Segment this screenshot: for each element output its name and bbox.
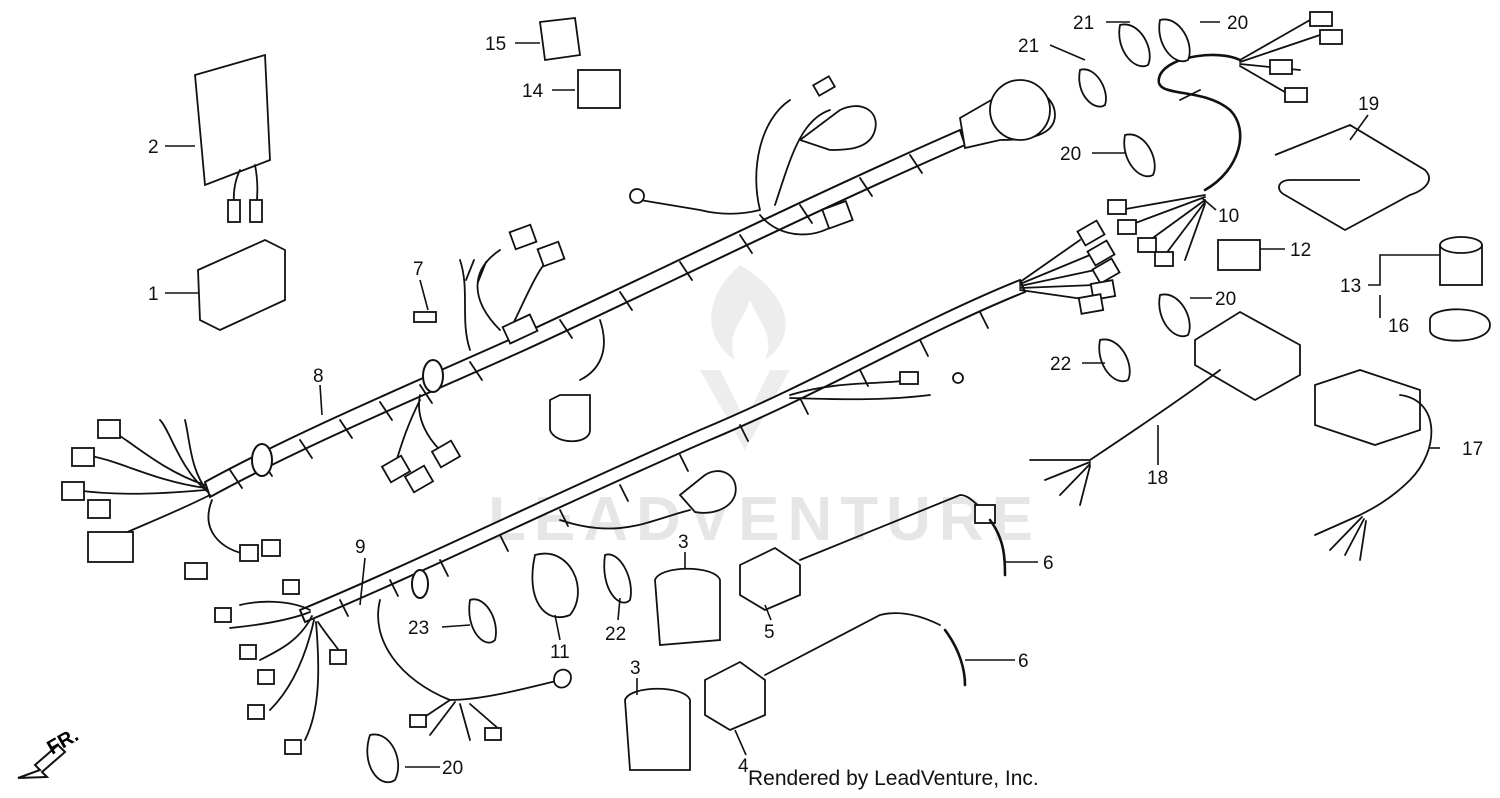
part-14-relay — [577, 69, 621, 109]
callout-6-lower: 6 — [1018, 651, 1029, 672]
callout-19: 19 — [1358, 94, 1379, 115]
part-20-clamp-bottom — [366, 733, 400, 783]
part-2-box — [194, 53, 271, 187]
callout-22-upper: 22 — [1050, 354, 1071, 375]
part-18-unit — [1194, 310, 1301, 402]
part-21-clamp-a — [1078, 68, 1107, 108]
part-20-clamp-mid — [1123, 133, 1156, 178]
part-16 — [1429, 308, 1491, 342]
callout-11: 11 — [550, 642, 570, 663]
callout-3-lower: 3 — [630, 658, 641, 679]
callout-14: 14 — [522, 81, 544, 102]
callout-2: 2 — [148, 137, 159, 158]
part-11-clamp — [531, 552, 579, 618]
callout-21-top: 21 — [1073, 13, 1094, 34]
callout-22-lower: 22 — [605, 624, 626, 645]
part-17-unit — [1314, 369, 1421, 446]
part-5-coil — [739, 546, 801, 612]
part-20-clamp-right — [1158, 293, 1191, 338]
callout-17: 17 — [1462, 439, 1483, 460]
front-direction-marker: FR. — [17, 724, 82, 779]
callout-20-mid: 20 — [1060, 144, 1081, 165]
part-22-clamp-upper — [1098, 338, 1131, 383]
front-arrow-icon — [17, 743, 67, 779]
main-harness-8 — [61, 75, 1056, 580]
callout-12: 12 — [1290, 240, 1311, 261]
callout-7: 7 — [413, 259, 424, 280]
leader-lines — [165, 21, 1440, 768]
callout-21-left: 21 — [1018, 36, 1039, 57]
callout-15: 15 — [485, 34, 506, 55]
callout-9: 9 — [355, 537, 366, 558]
part-20-clamp-top — [1158, 18, 1191, 63]
part-23-clamp — [468, 598, 497, 644]
part-4-coil — [704, 660, 766, 732]
callout-10: 10 — [1218, 206, 1239, 227]
render-credit: Rendered by LeadVenture, Inc. — [748, 767, 1039, 790]
sub-harness-9 — [214, 219, 1121, 755]
callout-20-top: 20 — [1227, 13, 1248, 34]
callout-20-right: 20 — [1215, 289, 1236, 310]
callout-3-upper: 3 — [678, 532, 689, 553]
part-21-clamp-b — [1118, 23, 1151, 68]
parts — [194, 17, 1491, 783]
part-3-cap-lower — [624, 687, 691, 771]
part-15-holder — [538, 17, 582, 62]
part-1-module — [197, 239, 286, 331]
callout-4: 4 — [738, 756, 749, 777]
part-22-clamp-lower — [603, 553, 632, 604]
part-3-cap-upper — [654, 567, 721, 646]
part-7-fuse — [413, 311, 437, 323]
callout-16: 16 — [1388, 316, 1409, 337]
callouts: 1 2 3 3 4 5 6 6 7 8 9 10 11 12 13 14 15 … — [148, 13, 1483, 779]
callout-13: 13 — [1340, 276, 1361, 297]
callout-6-upper: 6 — [1043, 553, 1054, 574]
harness-10 — [1107, 11, 1343, 267]
callout-23: 23 — [408, 618, 429, 639]
callout-18: 18 — [1147, 468, 1168, 489]
part-12 — [1217, 239, 1261, 271]
callout-1: 1 — [148, 284, 159, 305]
callout-5: 5 — [764, 622, 775, 643]
callout-8: 8 — [313, 366, 324, 387]
part-19-pad — [1274, 123, 1430, 232]
callout-20-bottom: 20 — [442, 758, 463, 779]
